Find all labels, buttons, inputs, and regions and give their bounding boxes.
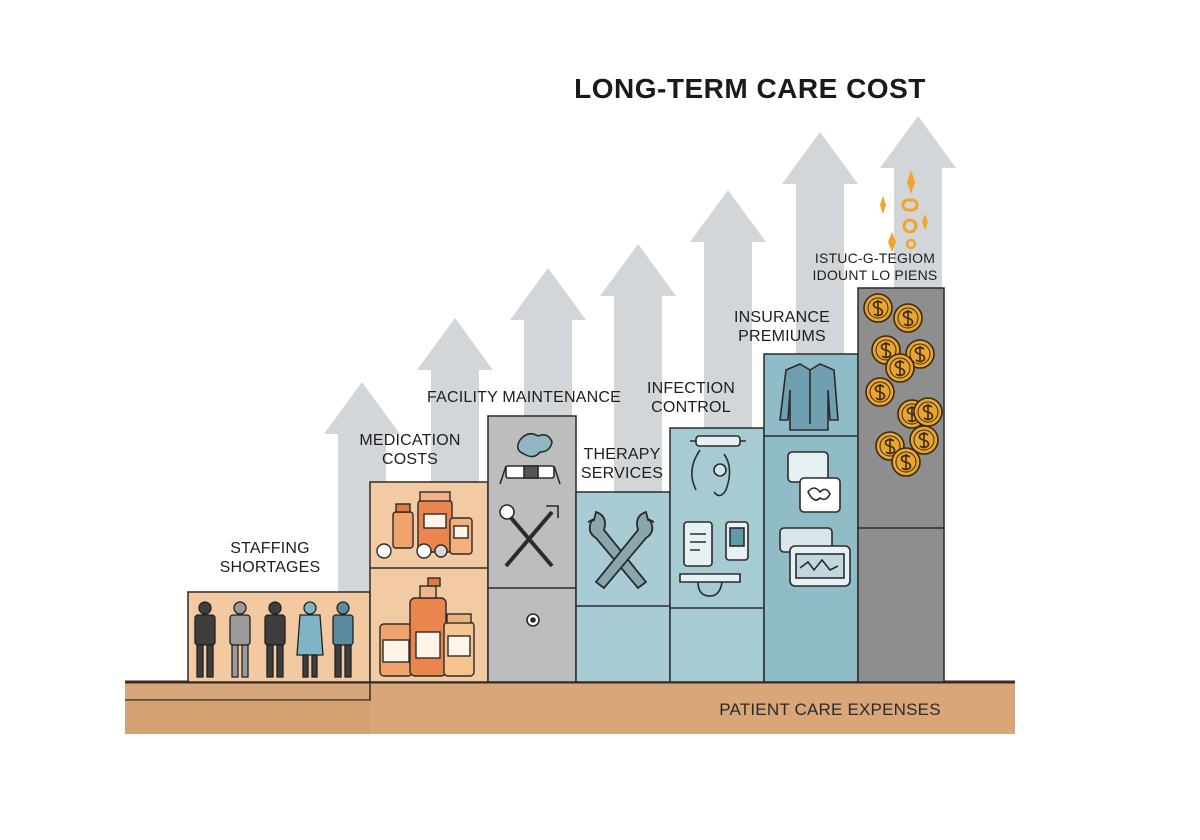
step-insurance (763, 353, 859, 683)
step-therapy (575, 491, 671, 683)
coin (865, 377, 895, 407)
base-step-edge (125, 682, 371, 701)
step-label-facility: FACILITY MAINTENANCE (427, 389, 621, 406)
step-other (857, 287, 945, 683)
medical-device-icon (679, 435, 749, 597)
coin (893, 303, 923, 333)
step-facility-block (487, 415, 577, 683)
growth-arrow (690, 190, 766, 428)
coat-icon (779, 363, 851, 587)
coins-icon (863, 293, 943, 477)
growth-arrows (324, 116, 956, 592)
step-label-staffing: STAFFING SHORTAGES (219, 540, 321, 576)
coin (913, 397, 943, 427)
page-title: LONG-TERM CARE COST (574, 73, 926, 104)
step-label-other: ISTUC-G-TEGIOM IDOUNT LO PIENS (812, 250, 938, 283)
step-infection (669, 427, 765, 683)
growth-arrow (880, 116, 956, 288)
wrench-screwdriver-icon (499, 432, 561, 627)
step-label-medication: MEDICATION COSTS (359, 432, 461, 468)
growth-arrow (510, 268, 586, 416)
growth-arrow (600, 244, 676, 492)
coin (891, 447, 921, 477)
step-label-therapy: THERAPY SERVICES (580, 446, 664, 482)
pill-bottle-icon (376, 491, 475, 677)
base-platform (125, 680, 1015, 734)
base-label: PATIENT CARE EXPENSES (719, 700, 941, 719)
base-slab (125, 682, 1015, 734)
base-shade (125, 700, 370, 734)
coin (885, 353, 915, 383)
people-icon (194, 601, 354, 678)
step-facility (487, 415, 577, 683)
step-medication (369, 481, 489, 683)
step-label-infection: INFECTION CONTROL (646, 380, 736, 416)
coin (863, 293, 893, 323)
coin (909, 425, 939, 455)
step-staffing (187, 591, 371, 683)
sparkle-icon (880, 170, 928, 252)
tools-icon (587, 510, 655, 590)
cost-steps (187, 287, 945, 683)
step-label-insurance: INSURANCE PREMIUMS (733, 309, 831, 345)
growth-arrow (782, 132, 858, 354)
growth-arrow (417, 318, 493, 482)
